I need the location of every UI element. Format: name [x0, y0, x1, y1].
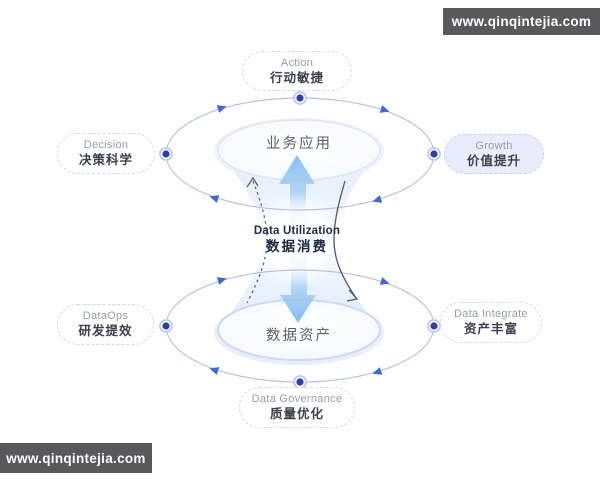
dot-integrate — [427, 319, 441, 333]
dot-action — [293, 91, 307, 105]
node-pill-data-governance: Data Governance 质量优化 — [239, 387, 355, 428]
node-decision-zh: 决策科学 — [78, 153, 133, 167]
center-label-en: Data Utilization — [253, 225, 341, 237]
bottom-disc-label: 数据资产 — [266, 328, 332, 344]
node-pill-data-integrate: Data Integrate 资产丰富 — [440, 302, 542, 343]
watermark-bottom-left: www.qinqintejia.com — [0, 443, 152, 473]
center-label-zh: 数据消费 — [266, 239, 328, 254]
node-growth-en: Growth — [475, 139, 513, 152]
node-integrate-zh: 资产丰富 — [463, 322, 518, 336]
orbit-arrowheads — [209, 105, 390, 375]
dot-growth — [427, 147, 441, 161]
top-disc-label: 业务应用 — [266, 136, 332, 152]
dot-decision — [159, 147, 173, 161]
node-governance-en: Data Governance — [251, 393, 343, 405]
node-pill-action: Action 行动敏捷 — [242, 51, 352, 91]
node-action-en: Action — [280, 56, 314, 69]
node-governance-zh: 质量优化 — [269, 407, 324, 421]
node-integrate-en: Data Integrate — [454, 308, 528, 320]
center-glow — [249, 192, 345, 288]
dot-dataops — [159, 319, 173, 333]
node-pill-growth: Growth 价值提升 — [444, 134, 544, 174]
cycle-solid-arrow-down — [333, 180, 359, 302]
node-action-zh: 行动敏捷 — [269, 70, 324, 85]
node-growth-zh: 价值提升 — [466, 153, 521, 168]
cycle-dashed-arrow-up — [246, 176, 268, 304]
node-dataops-zh: 研发提效 — [78, 324, 133, 338]
node-pill-decision: Decision 决策科学 — [57, 133, 155, 174]
dot-governance — [293, 375, 307, 389]
node-dataops-en: DataOps — [82, 310, 129, 322]
node-pill-dataops: DataOps 研发提效 — [57, 304, 154, 345]
watermark-top-right: www.qinqintejia.com — [443, 8, 600, 35]
orbit-node-dots — [159, 91, 441, 389]
node-decision-en: Decision — [83, 139, 129, 151]
center-label: Data Utilization 数据消费 — [217, 224, 377, 256]
